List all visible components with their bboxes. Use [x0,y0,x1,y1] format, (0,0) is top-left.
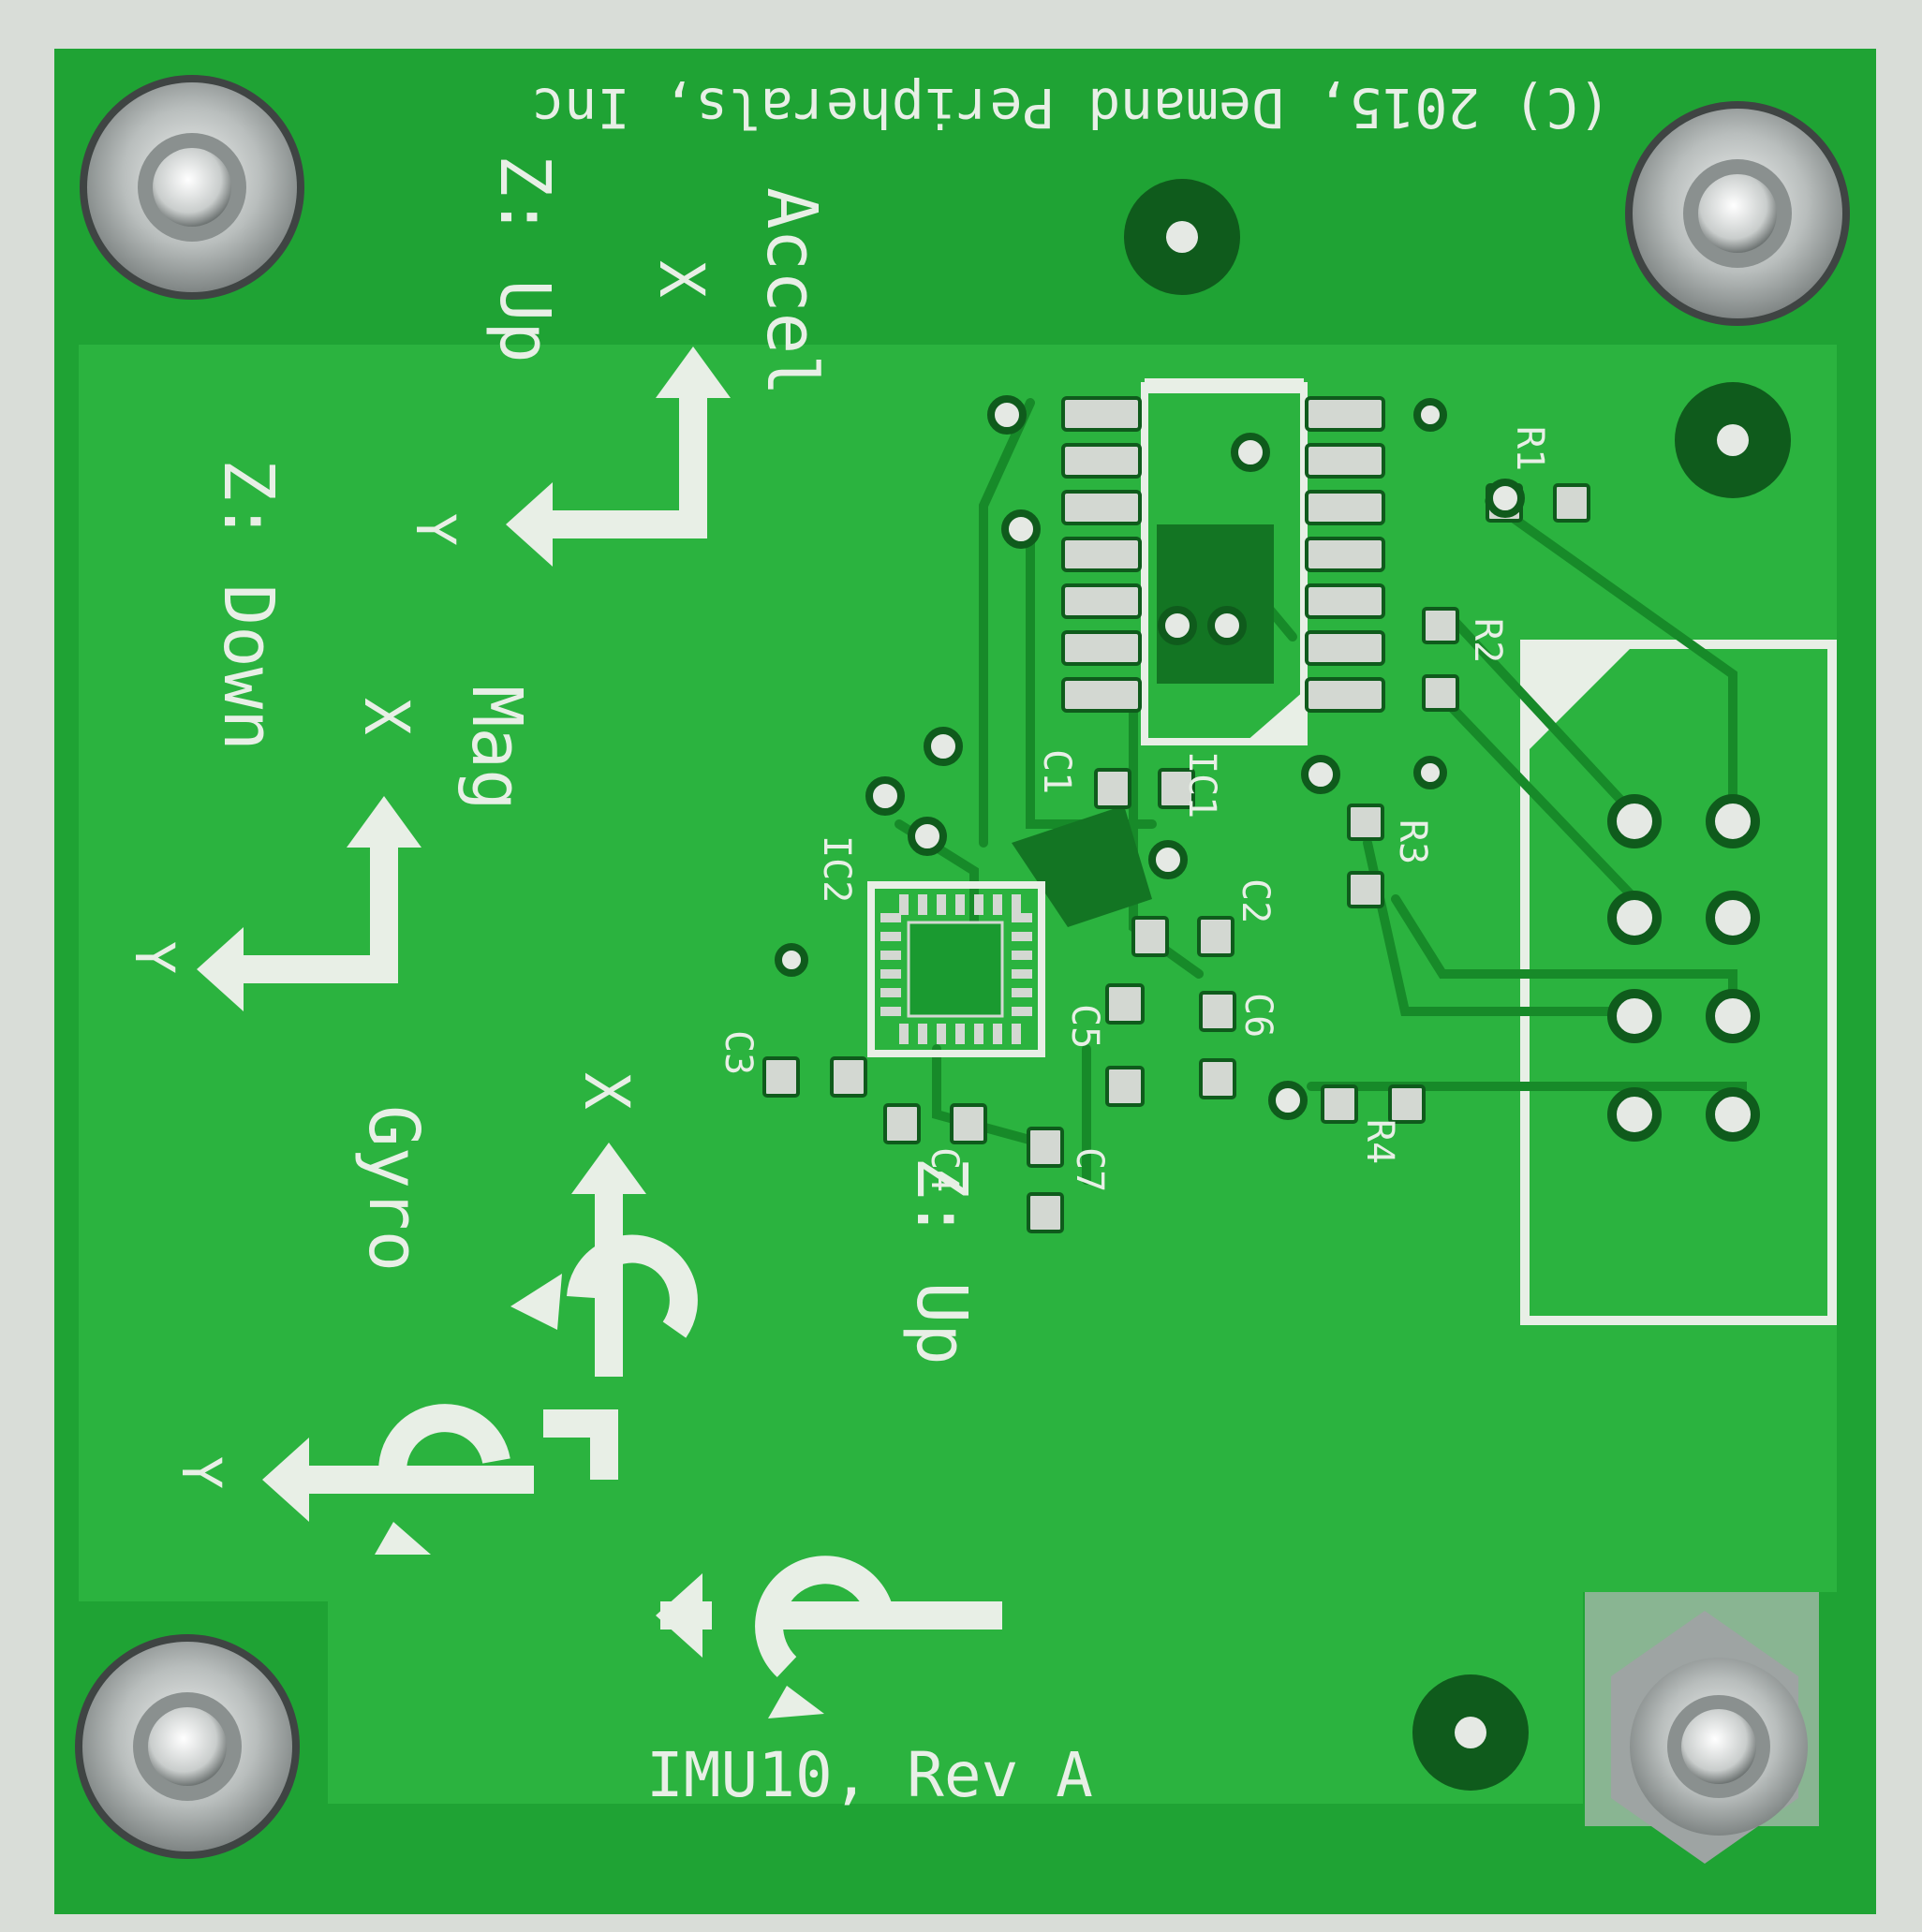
arrow-heads [197,347,824,1718]
ground-pour [1157,524,1274,684]
refdes-c2: C2 [1234,878,1277,923]
gyro-corner [543,1409,618,1480]
ic1-pin-marker [1246,691,1304,742]
gyro-y-label: Y [170,1456,233,1489]
silkscreen-text: (C) 2015, Demand Peripherals, Inc Accel … [123,76,1611,1811]
passive-pads [762,483,1590,1233]
board-name-rev: IMU10, Rev A [646,1739,1093,1811]
ic2-exposed-pad [907,921,1004,1018]
refdes-r3: R3 [1391,819,1434,864]
copyright-text: (C) 2015, Demand Peripherals, Inc [532,76,1611,140]
mag-y-label: Y [123,941,186,974]
accel-axes [539,375,707,538]
refdes-r1: R1 [1508,426,1551,471]
ic2-pads [880,894,1032,1044]
accel-title: Accel [751,187,832,396]
refdes-ic2: IC2 [815,835,858,903]
accel-x-label: X [645,260,717,298]
ground-pour-2 [1012,805,1152,927]
refdes-r2: R2 [1466,618,1509,663]
refdes-c6: C6 [1236,993,1279,1038]
refdes-c3: C3 [717,1030,760,1075]
accel-z-note: Z: Up [484,155,565,363]
refdes-c4: C4 [923,1147,966,1192]
refdes-r4: R4 [1358,1119,1401,1164]
mag-axes [229,824,398,983]
refdes-c7: C7 [1068,1147,1111,1192]
mounting-screw-bl [75,1634,300,1859]
gyro-z-note: Z: Up [901,1157,982,1365]
refdes-c1: C1 [1035,749,1078,794]
connector-outline [1520,640,1837,1325]
mag-title: Mag [456,686,537,811]
mag-z-note: Z: Down [208,459,288,751]
gyro-x-label: X [570,1072,643,1110]
refdes-labels: R1 R2 R3 R4 IC1 IC2 C1 C2 C3 C4 C5 C6 C7 [717,426,1551,1192]
vias [775,395,1525,1120]
mounting-screw-tl [80,75,304,300]
mag-x-label: X [350,698,422,735]
gyro-rot-z [755,1556,894,1677]
silk-outline-rect [79,345,1837,1804]
accel-y-label: Y [404,513,467,546]
gyro-rot-x [567,1234,698,1338]
refdes-ic1: IC1 [1180,751,1223,819]
mounting-screw-tr [1625,101,1850,326]
refdes-c5: C5 [1063,1004,1106,1049]
gyro-rot-y [378,1404,510,1482]
ic1-notch [1145,378,1304,393]
ic2-outline [867,881,1045,1057]
gyro-title: Gyro [353,1105,434,1272]
plated-holes [1124,179,1791,1791]
mounting-screw-br [1585,1592,1819,1864]
connector-pads [1607,794,1760,1142]
ic1-pads [1061,396,1385,713]
